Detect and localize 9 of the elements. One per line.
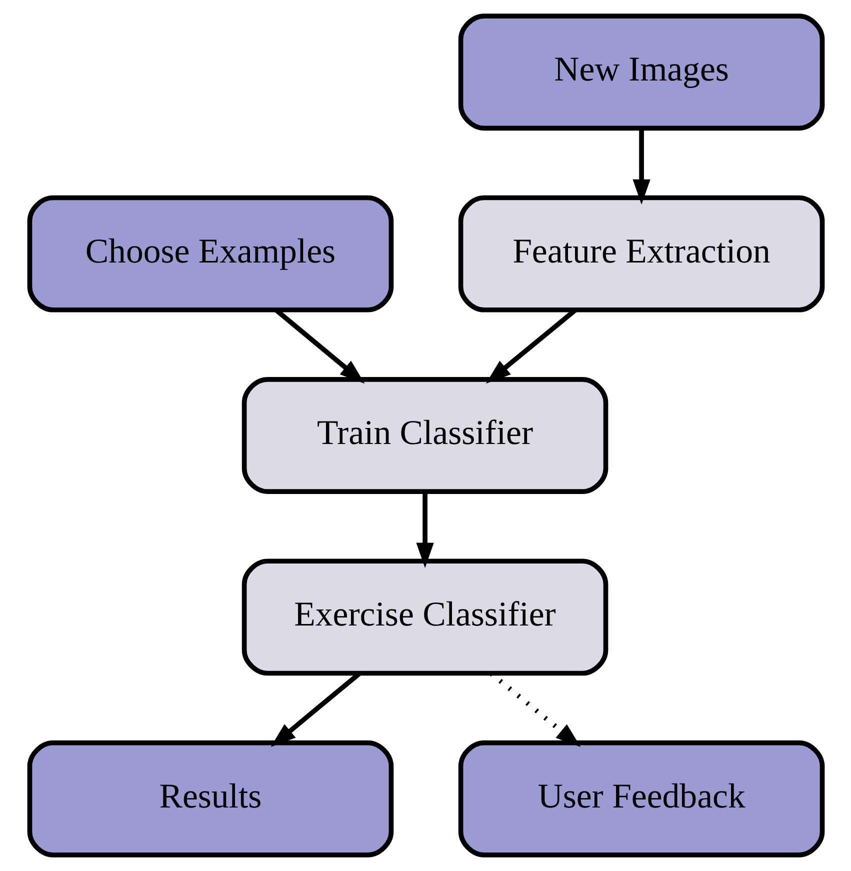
node-box: Results: [26, 740, 394, 858]
node-box: User Feedback: [458, 740, 824, 858]
node-box: New Images: [458, 14, 824, 131]
arrow: [632, 128, 650, 205]
arrow: [416, 492, 434, 568]
node-box: Exercise Classifier: [241, 558, 608, 676]
node-box: Train Classifier: [241, 377, 608, 494]
node-box: Feature Extraction: [458, 195, 824, 312]
node-box: Choose Examples: [26, 195, 394, 312]
